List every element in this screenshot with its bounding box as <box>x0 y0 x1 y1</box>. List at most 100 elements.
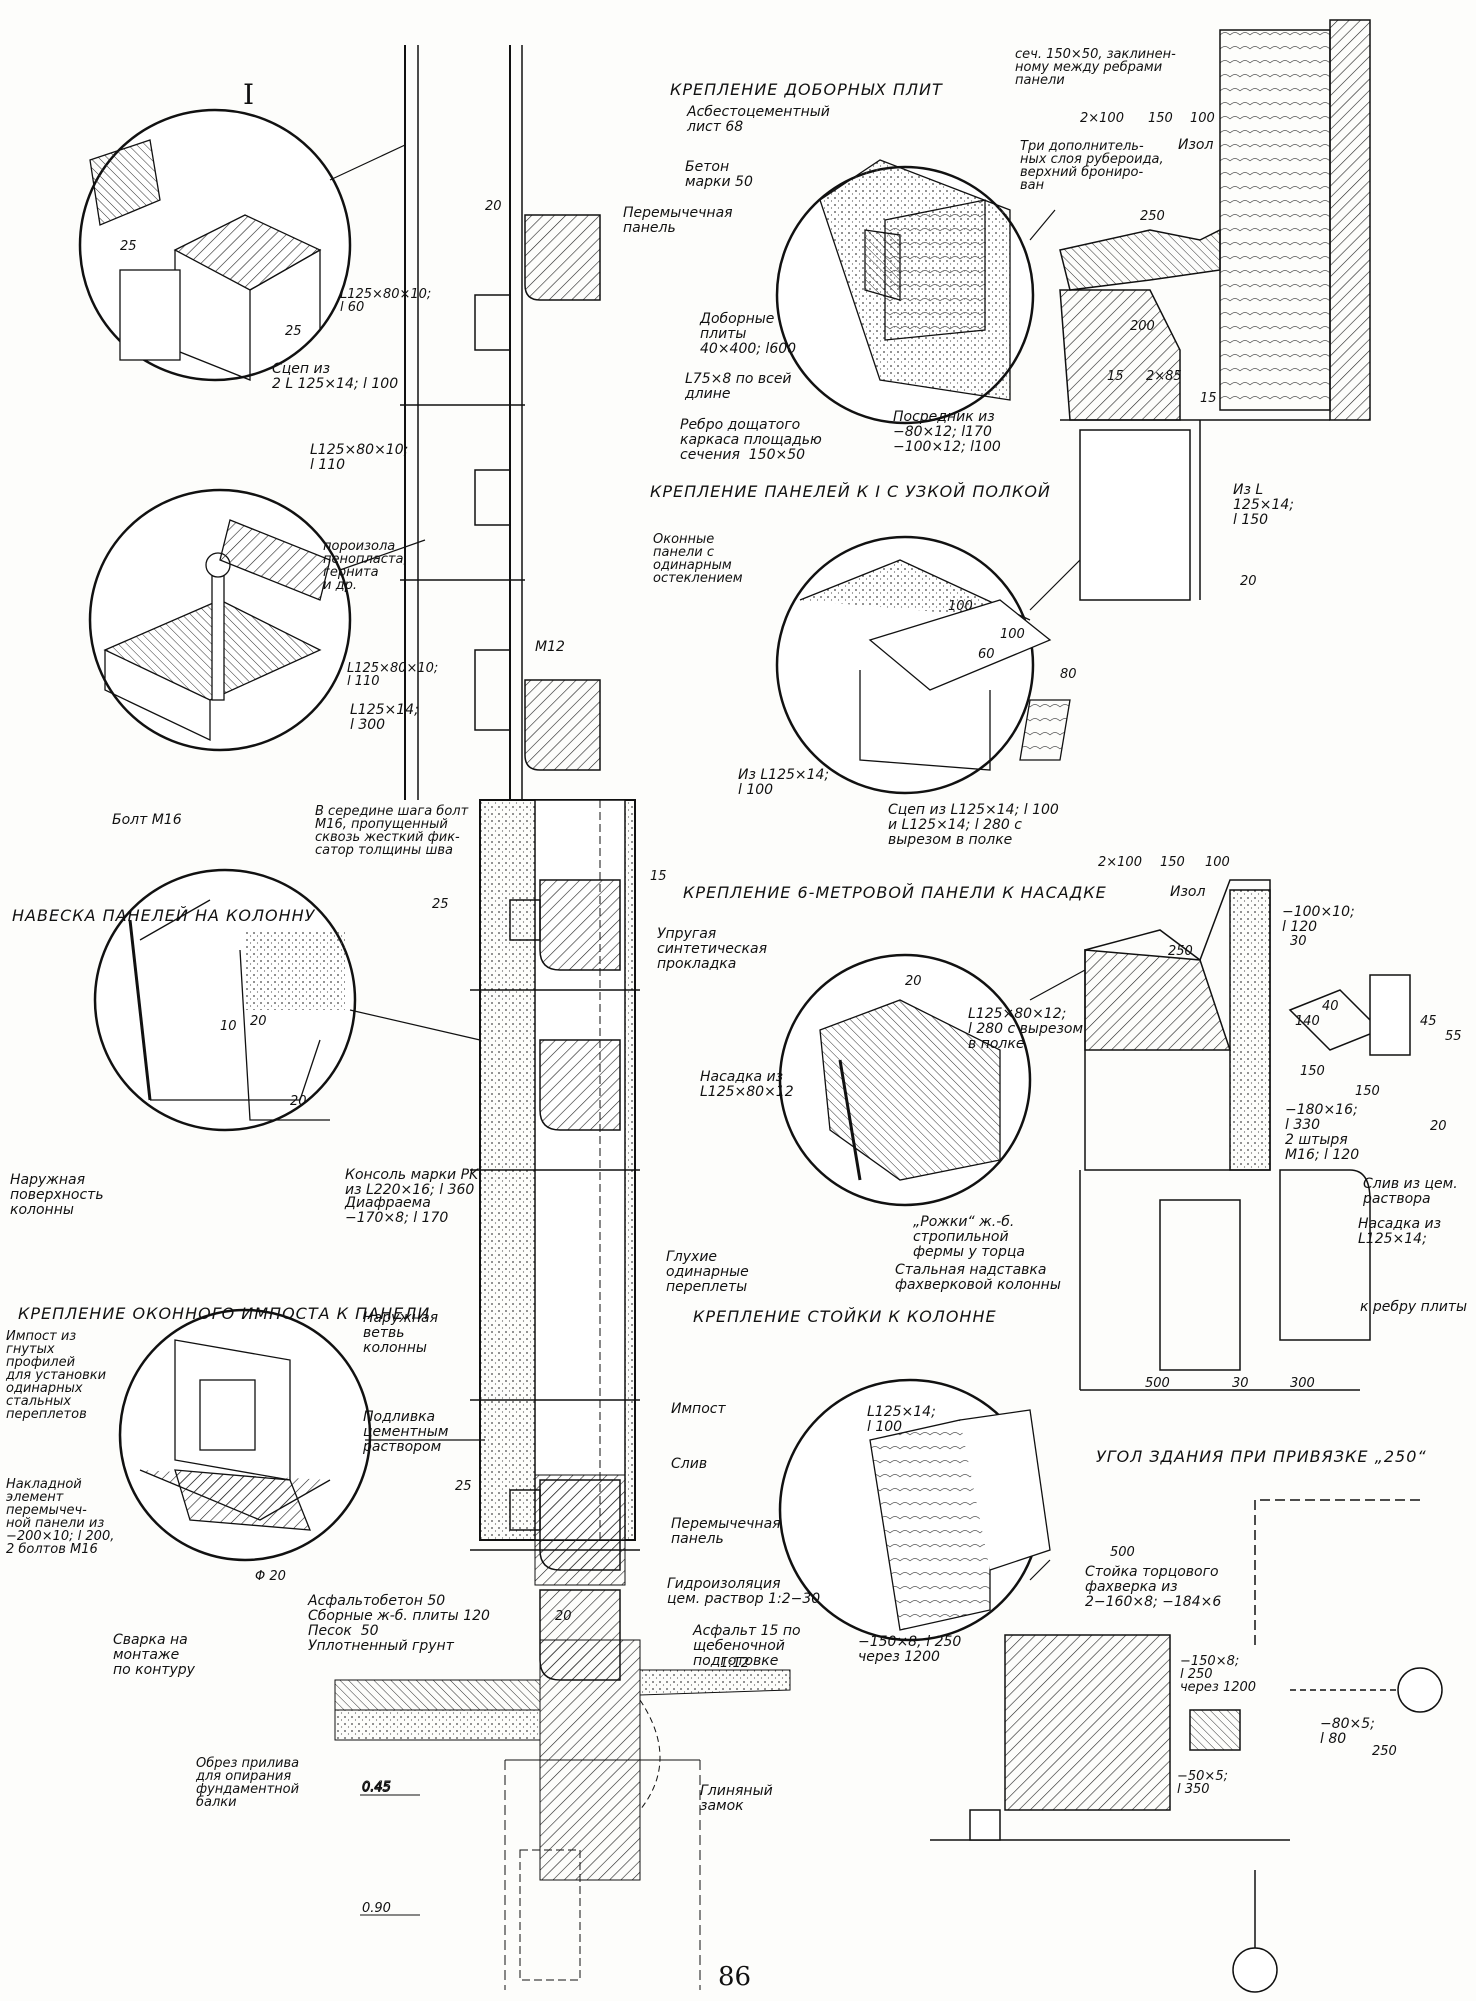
label-uprugaya: Упругая синтетическая прокладка <box>657 926 768 972</box>
heading-impost: КРЕПЛЕНИЕ ОКОННОГО ИМПОСТА К ПАНЕЛИ <box>18 1304 431 1323</box>
label-asfalt-15: Асфальт 15 по щебеночной подготовке <box>693 1623 801 1669</box>
label-150x8-left: −150×8; l 250 через 1200 <box>858 1634 962 1665</box>
dim-b-2x100: 2×100 <box>1080 111 1124 126</box>
label-v-seredine: В середине шага болт M16, пропущенный ск… <box>315 804 469 858</box>
dim-u-60: 60 <box>978 647 995 662</box>
label-iz-l125-100: Из L125×14; l 100 <box>738 767 830 798</box>
section-dobornye <box>1059 19 1371 601</box>
dim-15: 15 <box>650 869 667 884</box>
dim-n-20: 20 <box>1430 1119 1447 1134</box>
label-beton: Бетон марки 50 <box>685 159 753 190</box>
dim-25b: 25 <box>285 324 302 339</box>
dim-h-phi20: Φ 20 <box>255 1569 286 1584</box>
dim-20b: 20 <box>250 1014 267 1029</box>
label-180x16: −180×16; l 330 2 штыря M16; l 120 <box>1285 1102 1360 1163</box>
label-stoyka-l125: L125×14; l 100 <box>867 1404 936 1435</box>
label-asfaltobeton: Асфальтобетон 50 Сборные ж-б. плиты 120 … <box>308 1593 490 1654</box>
label-nakladnoy: Накладной элемент перемычеч- ной панели … <box>6 1477 115 1557</box>
dim-n-30b: 30 <box>1232 1376 1249 1391</box>
label-80x5: −80×5; l 80 <box>1320 1716 1375 1747</box>
level-045: 0.45 <box>362 1781 391 1796</box>
dim-b-15a: 15 <box>1107 369 1124 384</box>
label-sech: сеч. 150×50, заклинен- ному между ребрам… <box>1015 47 1176 88</box>
dim-b-200: 200 <box>1130 319 1155 334</box>
label-posrednik: Посредник из −80×12; l170 −100×12; l100 <box>893 409 1001 455</box>
label-peremychechnaya-top: Перемычечная панель <box>623 205 733 236</box>
circle-details <box>89 139 1071 1631</box>
heading-uzkaya: КРЕПЛЕНИЕ ПАНЕЛЕЙ К I С УЗКОЙ ПОЛКОЙ <box>650 482 1051 501</box>
roman-label: I <box>243 78 255 111</box>
label-izol-top: Изол <box>1178 137 1214 153</box>
label-150x8-right: −150×8; l 250 через 1200 <box>1180 1654 1257 1695</box>
dim-10: 10 <box>220 1019 237 1034</box>
label-l125-280: L125×80×12; l 280 с вырезом в полке <box>968 1006 1084 1052</box>
dim-n-300: 300 <box>1290 1376 1315 1391</box>
heading-naveska: НАВЕСКА ПАНЕЛЕЙ НА КОЛОННУ <box>12 906 316 925</box>
page-number: 86 <box>718 1962 752 1992</box>
dim-h-20: 20 <box>555 1609 572 1624</box>
label-okonnye-paneli: Оконные панели с одинарным остеклением <box>653 532 743 586</box>
label-naruzhnaya-vetv: Наружная ветвь колонны <box>363 1310 439 1356</box>
dim-n-30a: 30 <box>1290 934 1307 949</box>
label-m12: M12 <box>535 639 565 655</box>
dim-h-1to12: 1:12 <box>720 1656 750 1671</box>
label-rebro: Ребро дощатого каркаса площадью сечения … <box>680 417 822 463</box>
label-poroizola: пороизола пенопласта, гернита и др. <box>323 539 408 593</box>
dim-n-55: 55 <box>1445 1029 1462 1044</box>
dim-n-2x100: 2×100 <box>1098 855 1142 870</box>
label-sliv-cem: Слив из цем. раствора <box>1363 1176 1458 1207</box>
label-scep-2l: Сцеп из 2 L 125×14; l 100 <box>272 361 399 392</box>
label-gidroizolyaciya: Гидроизоляция цем. раствор 1:2−30 <box>667 1576 821 1607</box>
label-iz-l-125: Из L 125×14; l 150 <box>1233 482 1294 528</box>
dim-h-25: 25 <box>455 1479 472 1494</box>
label-konsol: Консоль марки PK из L220×16; l 360 <box>345 1167 479 1198</box>
label-izol-mid: Изол <box>1170 884 1206 900</box>
label-diafragma: Диафраема −170×8; l 170 <box>345 1195 449 1226</box>
dim-20c: 20 <box>290 1094 307 1109</box>
wall-panels <box>400 214 640 1681</box>
dim-u-80: 80 <box>1060 667 1077 682</box>
svg-text:0.45: 0.45 <box>362 1780 391 1795</box>
label-rozhki: „Рожки“ ж.-б. стропильной фермы у торца <box>913 1214 1025 1260</box>
dim-j-500: 500 <box>1110 1545 1135 1560</box>
dim-j-250: 250 <box>1372 1744 1397 1759</box>
leader-lines <box>329 144 1086 1581</box>
label-obrez: Обрез прилива для опирания фундаментной … <box>196 1756 300 1810</box>
dim-u-100b: 100 <box>1000 627 1025 642</box>
dim-25a: 25 <box>120 239 137 254</box>
label-k-rebru: к ребру плиты <box>1360 1299 1468 1315</box>
dim-n-150: 150 <box>1160 855 1185 870</box>
label-sliv: Слив <box>671 1456 708 1472</box>
dim-b-15b: 15 <box>1200 391 1217 406</box>
dim-n-500: 500 <box>1145 1376 1170 1391</box>
label-naruzhnaya-pov: Наружная поверхность колонны <box>10 1172 104 1218</box>
section-nasadka <box>1079 879 1411 1391</box>
dim-b-2x85: 2×85 <box>1146 369 1182 384</box>
label-100x10: −100×10; l 120 <box>1282 904 1355 935</box>
label-svarka: Сварка на монтаже по контуру <box>113 1632 195 1678</box>
label-l75: L75×8 по всей длине <box>685 371 792 402</box>
label-l125-110b: L125×80×10; l 110 <box>347 661 439 689</box>
heading-nasadka: КРЕПЛЕНИЕ 6-МЕТРОВОЙ ПАНЕЛИ К НАСАДКЕ <box>683 883 1107 902</box>
label-dobornye-plity: Доборные плиты 40×400; l600 <box>700 311 797 357</box>
dim-e-20: 20 <box>905 974 922 989</box>
foundation: 0.45 <box>334 1669 791 1916</box>
dim-b-150: 150 <box>1148 111 1173 126</box>
heading-ugol: УГОЛ ЗДАНИЯ ПРИ ПРИВЯЗКЕ „250“ <box>1096 1447 1427 1466</box>
dim-u-100a: 100 <box>948 599 973 614</box>
label-impost: Импост <box>671 1401 726 1417</box>
label-impost-iz: Импост из гнутых профилей для установки … <box>6 1329 107 1422</box>
label-stoyka-torcovogo: Стойка торцового фахверка из 2−160×8; −1… <box>1085 1564 1222 1610</box>
label-stalnaya-nadstavka: Стальная надставка фахверковой колонны <box>895 1262 1061 1293</box>
label-scep-l125: Сцеп из L125×14; l 100 и L125×14; l 280 … <box>888 802 1059 848</box>
dim-n-150b: 150 <box>1300 1064 1325 1079</box>
label-l125-110a: L125×80×10; l 110 <box>310 442 409 473</box>
dim-n-150c: 150 <box>1355 1084 1380 1099</box>
dim-n-250: 250 <box>1168 944 1193 959</box>
level-090: 0.90 <box>362 1901 391 1916</box>
dim-20a: 20 <box>485 199 502 214</box>
label-nasadka-iz: Насадка из L125×80×12 <box>700 1069 794 1100</box>
dim-b-20: 20 <box>1240 574 1257 589</box>
